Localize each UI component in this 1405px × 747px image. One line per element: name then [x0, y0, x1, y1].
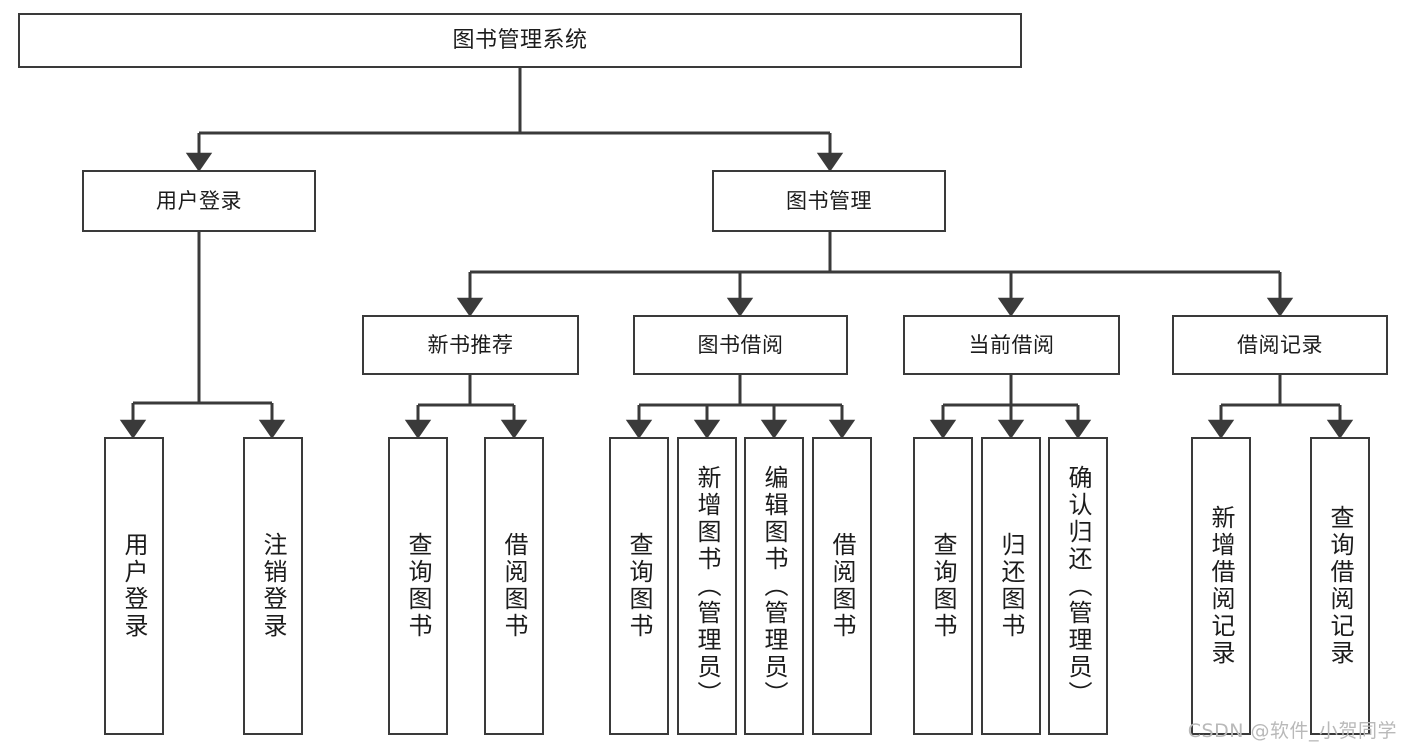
watermark-text: CSDN @软件_小贺同学: [1187, 720, 1397, 742]
node-book-borrow[interactable]: 图书借阅: [633, 315, 848, 375]
node-label: 编辑图书（管理员）: [760, 464, 788, 708]
leaf-return-book[interactable]: 归还图书: [981, 437, 1041, 735]
leaf-add-book[interactable]: 新增图书（管理员）: [677, 437, 737, 735]
node-label: 归还图书: [997, 532, 1025, 640]
leaf-query-book-1[interactable]: 查询图书: [388, 437, 448, 735]
node-label: 查询借阅记录: [1326, 505, 1354, 667]
node-label: 注销登录: [259, 532, 287, 640]
node-label: 借阅图书: [828, 532, 856, 640]
node-label: 当前借阅: [968, 332, 1055, 357]
node-label: 查询图书: [929, 532, 957, 640]
node-label: 借阅记录: [1237, 332, 1323, 357]
leaf-confirm-return[interactable]: 确认归还（管理员）: [1048, 437, 1108, 735]
node-user-login[interactable]: 用户登录: [82, 170, 316, 232]
node-book-management-system[interactable]: 图书管理系统: [18, 13, 1022, 68]
node-label: 图书管理: [786, 188, 872, 213]
leaf-add-borrow-record[interactable]: 新增借阅记录: [1191, 437, 1251, 735]
node-label: 用户登录: [156, 188, 242, 213]
node-label: 用户登录: [120, 532, 148, 640]
leaf-borrow-book-2[interactable]: 借阅图书: [812, 437, 872, 735]
node-label: 新增借阅记录: [1207, 505, 1235, 667]
node-label: 图书管理系统: [452, 27, 588, 53]
leaf-edit-book[interactable]: 编辑图书（管理员）: [744, 437, 804, 735]
leaf-query-borrow-record[interactable]: 查询借阅记录: [1310, 437, 1370, 735]
node-borrow-record[interactable]: 借阅记录: [1172, 315, 1388, 375]
node-current-borrow[interactable]: 当前借阅: [903, 315, 1120, 375]
node-label: 新书推荐: [427, 332, 514, 357]
node-label: 查询图书: [625, 532, 653, 640]
node-label: 确认归还（管理员）: [1064, 464, 1092, 708]
leaf-user-logout[interactable]: 注销登录: [243, 437, 303, 735]
leaf-query-book-2[interactable]: 查询图书: [609, 437, 669, 735]
node-book-management[interactable]: 图书管理: [712, 170, 946, 232]
node-label: 查询图书: [404, 532, 432, 640]
node-new-book-recommend[interactable]: 新书推荐: [362, 315, 579, 375]
leaf-borrow-book-1[interactable]: 借阅图书: [484, 437, 544, 735]
node-label: 图书借阅: [697, 332, 784, 357]
leaf-query-book-3[interactable]: 查询图书: [913, 437, 973, 735]
leaf-user-login[interactable]: 用户登录: [104, 437, 164, 735]
node-label: 新增图书（管理员）: [693, 464, 721, 708]
node-label: 借阅图书: [500, 532, 528, 640]
